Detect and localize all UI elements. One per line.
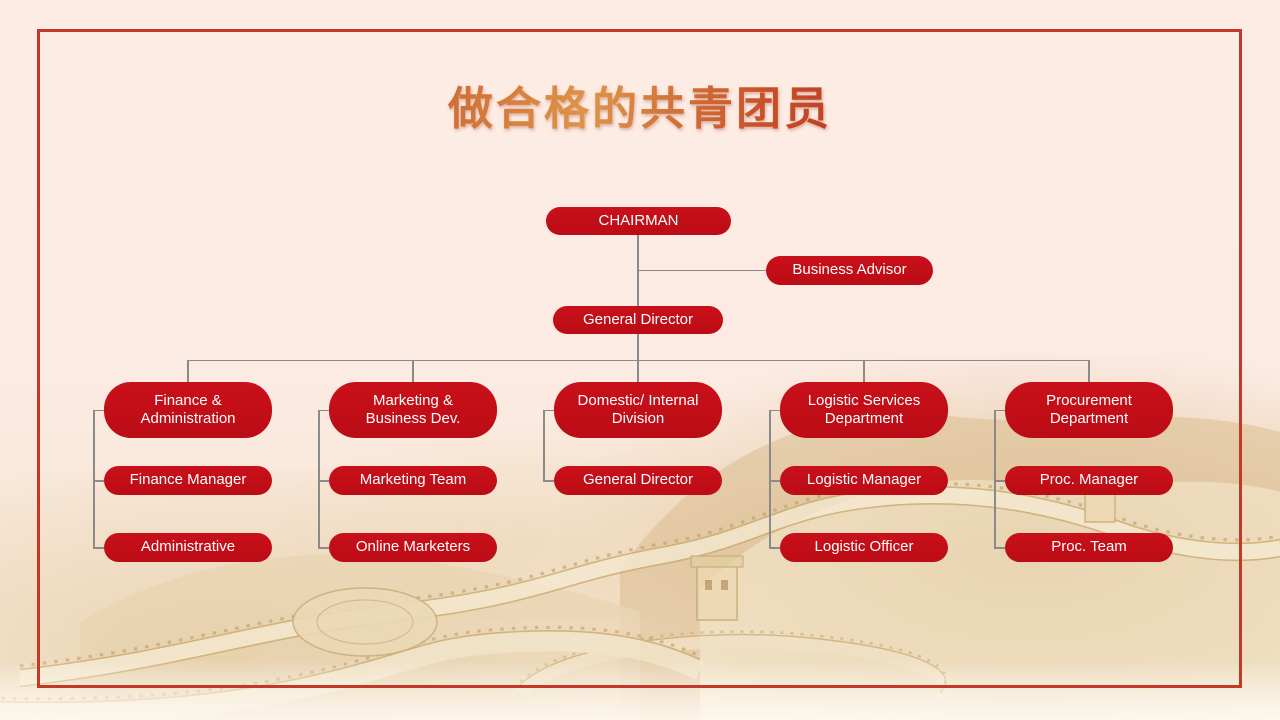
connector-line	[994, 480, 1005, 482]
connector-line	[188, 359, 1090, 361]
connector-line	[543, 480, 554, 482]
connector-line	[93, 410, 95, 548]
org-node-chairman: CHAIRMAN	[546, 207, 731, 235]
org-node-department-marketing: Marketing &Business Dev.	[329, 382, 497, 438]
department-name: Finance &Administration	[140, 391, 236, 427]
department-name: Marketing &Business Dev.	[365, 391, 461, 427]
connector-line	[637, 334, 639, 360]
connector-line	[994, 547, 1005, 549]
connector-line	[93, 409, 104, 411]
connector-line	[637, 269, 766, 271]
connector-line	[543, 410, 545, 481]
org-node-business-advisor: Business Advisor	[766, 256, 933, 285]
connector-line	[93, 547, 104, 549]
landscape-wash	[260, 420, 820, 620]
org-node-marketing-team: Marketing Team	[329, 466, 497, 495]
org-node-finance-manager: Finance Manager	[104, 466, 272, 495]
connector-line	[543, 409, 554, 411]
connector-line	[863, 359, 865, 383]
connector-line	[769, 409, 780, 411]
connector-line	[318, 409, 329, 411]
org-node-proc-team: Proc. Team	[1005, 533, 1173, 562]
connector-line	[187, 359, 189, 383]
org-node-administrative: Administrative	[104, 533, 272, 562]
landscape-wash	[0, 660, 1280, 720]
connector-line	[994, 409, 1005, 411]
org-node-general-director: General Director	[553, 306, 723, 334]
org-node-online-marketers: Online Marketers	[329, 533, 497, 562]
slide-title: 做合格的共青团员	[0, 72, 1280, 137]
connector-line	[318, 480, 329, 482]
org-node-department-finance: Finance &Administration	[104, 382, 272, 438]
connector-line	[769, 410, 771, 548]
connector-line	[318, 547, 329, 549]
connector-line	[769, 547, 780, 549]
connector-line	[412, 359, 414, 383]
connector-line	[318, 410, 320, 548]
org-node-domestic-general-director: General Director	[554, 466, 722, 495]
org-node-logistic-officer: Logistic Officer	[780, 533, 948, 562]
landscape-wash	[0, 470, 640, 720]
connector-line	[1088, 359, 1090, 383]
connector-line	[994, 410, 996, 548]
connector-line	[769, 480, 780, 482]
org-node-logistic-manager: Logistic Manager	[780, 466, 948, 495]
connector-line	[637, 359, 639, 383]
org-node-proc-manager: Proc. Manager	[1005, 466, 1173, 495]
connector-line	[93, 480, 104, 482]
